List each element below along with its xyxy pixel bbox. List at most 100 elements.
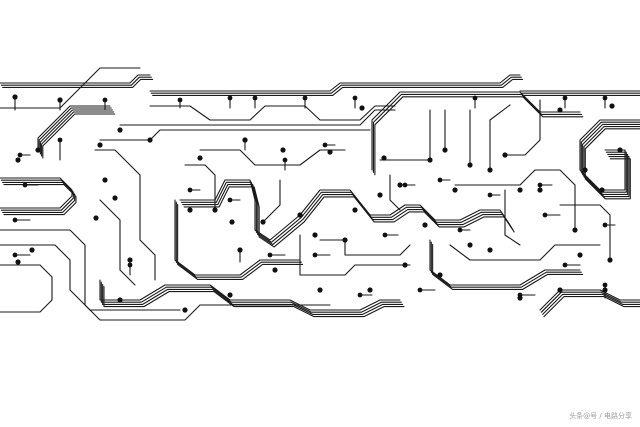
solder-pad	[102, 97, 108, 103]
solder-pad	[402, 262, 408, 268]
right-box	[374, 96, 584, 176]
right-spiral	[584, 128, 640, 200]
solder-pads	[12, 94, 623, 313]
solder-pad	[437, 272, 443, 278]
lower-bus	[102, 283, 404, 315]
solder-pad	[557, 107, 563, 113]
solder-pad	[442, 147, 448, 153]
solder-pad	[357, 292, 363, 298]
middle-snake	[182, 184, 514, 246]
lower-inner	[175, 201, 302, 278]
solder-pad	[127, 262, 133, 268]
right-box	[371, 91, 581, 171]
left-lower-trace	[0, 244, 181, 311]
top-bus	[152, 78, 524, 96]
lower-inner	[174, 199, 301, 276]
solder-pad	[182, 307, 188, 313]
solder-pad	[487, 167, 493, 173]
solder-pad	[22, 182, 28, 188]
solder-pad	[602, 282, 608, 288]
solder-pad	[537, 182, 543, 188]
center-mesh	[559, 204, 611, 261]
solder-pad	[147, 137, 153, 143]
solder-pad	[17, 152, 23, 158]
solder-pad	[609, 103, 615, 109]
solder-pad	[237, 247, 243, 253]
solder-pad	[57, 97, 63, 103]
solder-pad	[562, 262, 568, 268]
solder-pad	[352, 207, 358, 213]
solder-pad	[607, 257, 613, 263]
solder-pad	[572, 227, 578, 233]
solder-pad	[582, 167, 588, 173]
solder-pad	[29, 247, 35, 253]
solder-pad	[229, 219, 235, 225]
diag-trace	[94, 149, 156, 281]
solder-pad	[602, 287, 608, 293]
solder-pad	[467, 162, 473, 168]
circuit-traces	[0, 67, 640, 321]
top-bus	[2, 78, 154, 88]
solder-pad	[282, 157, 288, 163]
center-mesh	[389, 174, 401, 211]
lower-right	[429, 239, 581, 286]
solder-pad	[517, 295, 523, 301]
right-inner	[379, 109, 431, 161]
solder-pad	[57, 137, 63, 143]
right-spiral	[582, 123, 640, 195]
solder-pad	[272, 267, 278, 273]
solder-pad	[427, 157, 433, 163]
solder-pad	[117, 127, 123, 133]
solder-pad	[327, 149, 333, 155]
left-loop	[0, 179, 74, 211]
watermark: 头条@号 / 电路分享	[569, 412, 632, 420]
solder-pad	[187, 207, 193, 213]
solder-pad	[212, 207, 218, 213]
solder-pad	[377, 192, 383, 198]
solder-pad	[197, 155, 203, 161]
solder-pad	[602, 95, 608, 101]
solder-pad	[402, 182, 408, 188]
left-lower	[0, 264, 53, 313]
solder-pad	[297, 212, 303, 218]
left-loop	[2, 181, 76, 213]
lower-inner	[177, 203, 304, 280]
solder-pad	[280, 147, 286, 153]
lower-right-edge	[542, 293, 640, 315]
solder-pad	[117, 297, 123, 303]
solder-pad	[102, 177, 108, 183]
solder-pad	[15, 157, 21, 163]
solder-pad	[367, 287, 373, 293]
center-mesh	[454, 169, 576, 231]
solder-pad	[342, 237, 348, 243]
solder-pad	[15, 259, 21, 265]
solder-pad	[35, 147, 41, 153]
center-mesh	[504, 189, 521, 246]
left-lower-trace	[0, 229, 331, 321]
left-diagonal	[0, 67, 141, 109]
lower-right-edge	[539, 289, 640, 311]
solder-pad	[12, 252, 18, 258]
solder-pad	[542, 212, 548, 218]
top-bus	[0, 76, 152, 86]
left-loop	[3, 184, 77, 216]
solder-pad	[562, 95, 568, 101]
left-bundle	[39, 109, 113, 155]
solder-pad	[312, 252, 318, 258]
solder-pad	[502, 152, 508, 158]
solder-pad	[352, 95, 358, 101]
solder-pad	[112, 195, 118, 201]
solder-pad	[577, 252, 583, 258]
center-mesh	[449, 244, 601, 261]
diag-trace	[99, 199, 136, 286]
solder-pad	[487, 192, 493, 198]
solder-pad	[452, 187, 458, 193]
solder-pad	[242, 137, 248, 143]
solder-pad	[317, 287, 323, 293]
row-line	[99, 129, 371, 141]
right-inner	[489, 104, 511, 171]
solder-pad	[187, 187, 193, 193]
center-mesh	[184, 164, 216, 211]
solder-pad	[260, 219, 266, 225]
